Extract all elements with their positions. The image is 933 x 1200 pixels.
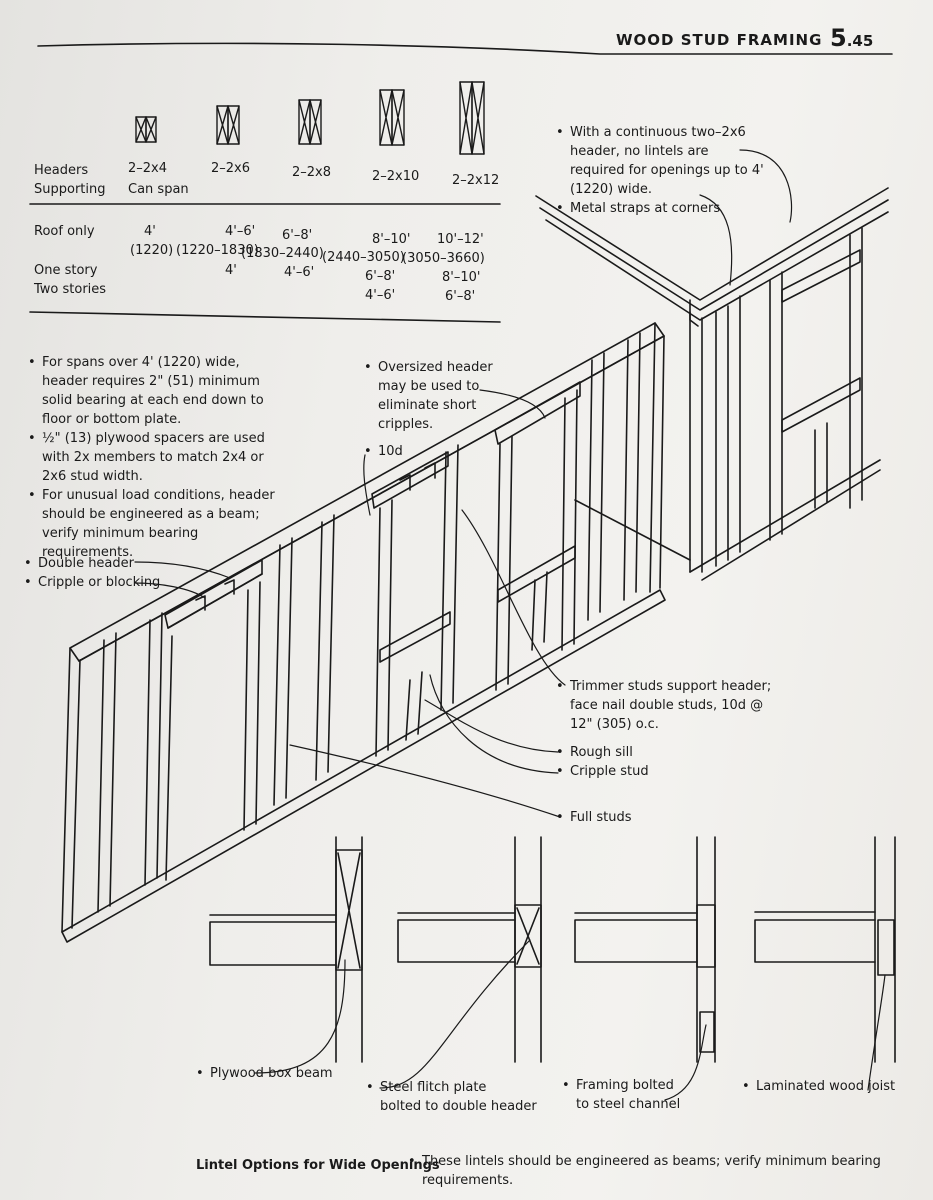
callouts-right: Trimmer studs support header;face nail d… (556, 677, 771, 734)
lintel-laminated-joist (754, 836, 896, 1063)
cell: 4'–6' (225, 224, 256, 239)
size-2x4: 2–2x4 (128, 161, 168, 176)
callout-full-studs-block: Full studs (556, 808, 632, 827)
cell: (1220) (130, 243, 174, 258)
callout-cripple-blocking: Cripple or blocking (24, 573, 160, 592)
callout-cripple-stud: Cripple stud (556, 762, 649, 781)
cell: 6'–8' (445, 289, 476, 304)
left-notes: For spans over 4' (1220) wide, header re… (28, 353, 278, 562)
main-wall-frame (61, 322, 666, 943)
note-spans: For spans over 4' (1220) wide, header re… (28, 353, 278, 429)
callout-rough-sill: Rough sill (556, 743, 649, 762)
corner-frame (535, 187, 889, 581)
table-rule-bottom (29, 311, 501, 323)
row-two-stories: Two stories (34, 282, 107, 297)
cell: 4'–6' (365, 288, 396, 303)
size-2x10: 2–2x10 (372, 169, 420, 184)
note-spacers: ½" (13) plywood spacers are used with 2x… (28, 429, 278, 486)
note-unusual-loads: For unusual load conditions, header shou… (28, 486, 278, 562)
lintel-steel-channel (574, 836, 716, 1063)
footer-note: These lintels should be engineered as be… (408, 1152, 933, 1190)
table-can-span: Can span (128, 182, 189, 197)
cell: 4' (225, 263, 237, 278)
note-continuous-header: With a continuous two–2x6 header, no lin… (556, 123, 766, 199)
section-title: WOOD STUD FRAMING (616, 31, 823, 49)
header-rule (37, 42, 893, 55)
window1-header (371, 451, 449, 509)
cell: 4' (144, 224, 156, 239)
lintel-label-1: Plywood box beam (196, 1064, 333, 1083)
cell: (2440–3050) (322, 250, 405, 265)
callouts-left: Double header Cripple or blocking (24, 554, 160, 592)
rough-sill-1 (379, 611, 451, 663)
callout-rough-sill-block: Rough sill Cripple stud (556, 743, 649, 781)
row-one-story: One story (34, 263, 98, 278)
size-2x6: 2–2x6 (211, 161, 251, 176)
cell: 4'–6' (284, 265, 315, 280)
table-header-headers: Headers (34, 163, 89, 178)
size-2x8: 2–2x8 (292, 165, 332, 180)
cell: (1220–1830) (176, 243, 259, 258)
row-roof-only: Roof only (34, 224, 95, 239)
cell: 6'–8' (365, 269, 396, 284)
page-number: 5.45 (830, 24, 874, 52)
table-header-supporting: Supporting (34, 182, 106, 197)
rough-sill-2 (497, 545, 576, 603)
corner-notes: With a continuous two–2x6 header, no lin… (556, 123, 766, 218)
cell: 10'–12' (437, 232, 484, 247)
size-2x12: 2–2x12 (452, 173, 500, 188)
callout-full-studs: Full studs (556, 808, 632, 827)
cell: (1830–2440) (241, 246, 324, 261)
cell: (3050–3660) (402, 251, 485, 266)
lintel-plywood-box-beam (209, 836, 363, 1063)
nail-note: 10d (364, 442, 403, 461)
oversized-note: Oversized header may be used to eliminat… (364, 358, 514, 434)
callout-trimmer: Trimmer studs support header;face nail d… (556, 677, 771, 734)
figure-caption: Lintel Options for Wide Openings (196, 1158, 440, 1173)
header-section-icons (135, 81, 485, 155)
lintel-steel-flitch (397, 836, 542, 1063)
callout-double-header: Double header (24, 554, 160, 573)
cell: 6'–8' (282, 228, 313, 243)
cell: 8'–10' (372, 232, 411, 247)
window2-header (494, 381, 581, 445)
cell: 8'–10' (442, 270, 481, 285)
note-metal-straps: Metal straps at corners (556, 199, 766, 218)
lintel-label-4: Laminated wood joist (742, 1077, 895, 1096)
